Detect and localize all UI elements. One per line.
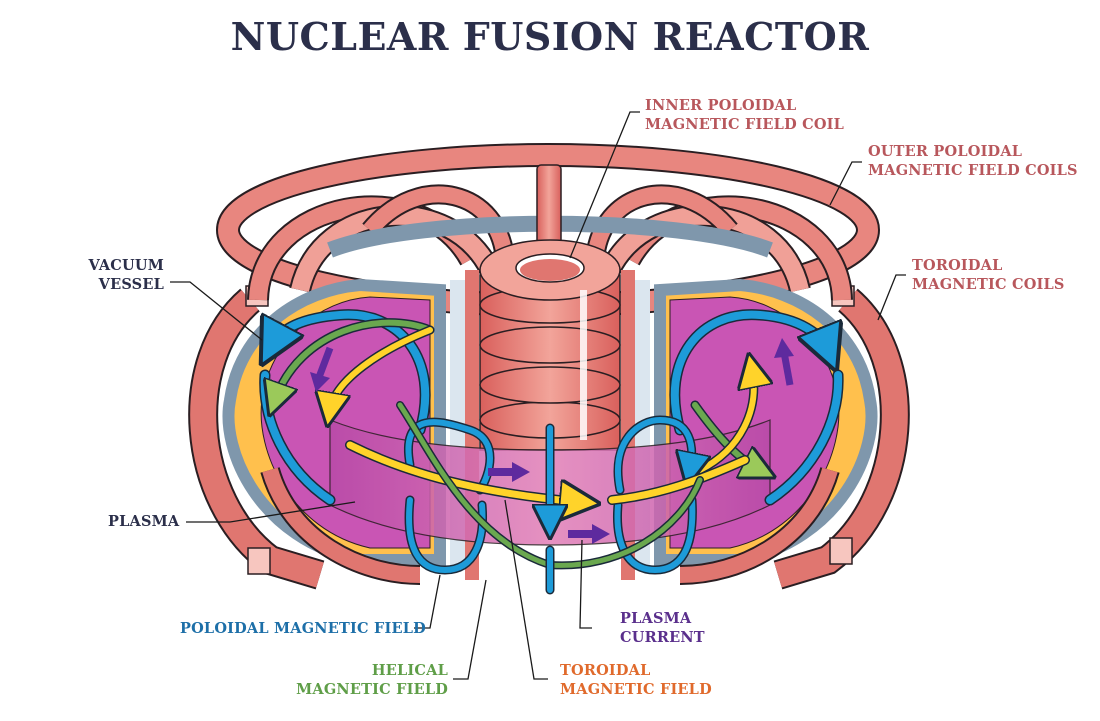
label-toroidal-coils: TOROIDAL MAGNETIC COILS — [912, 256, 1065, 294]
leader-plasma — [186, 501, 356, 523]
label-line: MAGNETIC COILS — [912, 276, 1065, 293]
leader-lines — [170, 111, 906, 680]
label-outer-poloidal-coils: OUTER POLOIDAL MAGNETIC FIELD COILS — [868, 142, 1078, 180]
label-line: VESSEL — [98, 276, 164, 293]
leader-inner-poloidal — [569, 111, 640, 259]
label-line: VACUUM — [88, 257, 164, 274]
label-line: HELICAL — [371, 662, 448, 679]
central-field-arrows — [345, 401, 750, 595]
label-line: TOROIDAL — [560, 662, 651, 679]
label-plasma: PLASMA — [108, 512, 179, 531]
label-line: MAGNETIC FIELD COILS — [868, 162, 1078, 179]
leader-toroidal-field — [504, 499, 548, 680]
label-line: MAGNETIC FIELD — [296, 681, 448, 698]
leader-outer-poloidal — [829, 161, 862, 206]
label-poloidal-field: POLOIDAL MAGNETIC FIELD — [180, 619, 426, 638]
label-helical-field: HELICAL MAGNETIC FIELD — [280, 661, 448, 699]
outer-toroidal-coil-envelope — [188, 285, 910, 590]
label-inner-poloidal-coil: INNER POLOIDAL MAGNETIC FIELD COIL — [645, 96, 844, 134]
label-vacuum-vessel: VACUUM VESSEL — [66, 256, 164, 294]
label-line: POLOIDAL MAGNETIC FIELD — [180, 620, 426, 637]
diagram-title: NUCLEAR FUSION REACTOR — [230, 14, 870, 59]
leader-poloidal-field — [414, 574, 441, 629]
leader-helical-field — [453, 579, 487, 680]
leader-vacuum-vessel — [170, 281, 263, 341]
central-solenoid — [479, 239, 621, 451]
label-toroidal-field: TOROIDAL MAGNETIC FIELD — [560, 661, 712, 699]
right-field-arrows — [669, 309, 838, 506]
label-line: PLASMA — [108, 513, 180, 530]
label-line: TOROIDAL — [912, 257, 1003, 274]
label-line: PLASMA — [620, 610, 692, 627]
label-line: MAGNETIC FIELD COIL — [645, 116, 845, 133]
lower-coil-arcs — [260, 466, 840, 585]
label-line: CURRENT — [620, 629, 705, 646]
label-line: INNER POLOIDAL — [645, 97, 797, 114]
leader-plasma-current — [579, 539, 592, 629]
label-plasma-current: PLASMA CURRENT — [620, 609, 705, 647]
label-line: OUTER POLOIDAL — [868, 143, 1023, 160]
label-line: MAGNETIC FIELD — [560, 681, 712, 698]
left-field-arrows — [265, 309, 435, 506]
plasma-current-arrow-left — [314, 346, 334, 382]
leader-toroidal-coils — [877, 274, 906, 321]
